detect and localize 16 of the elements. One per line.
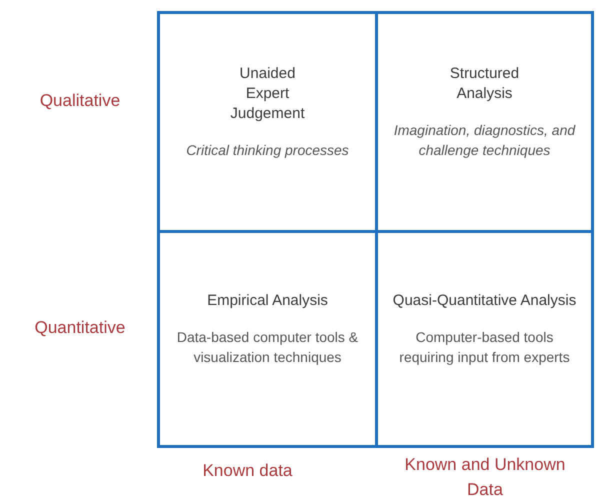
quadrant-description: Data-based computer tools & visualization techniques: [176, 328, 360, 367]
quadrant-box: [157, 11, 378, 233]
quadrant-title: Unaided Expert Judgement: [229, 64, 306, 124]
quadrant-box: [375, 230, 594, 448]
quadrant-box: [157, 230, 378, 448]
quadrant-description: Imagination, diagnostics, and challenge techniques: [392, 121, 576, 160]
axis-label: Qualitative: [38, 90, 122, 112]
quadrant-title: Structured Analysis: [448, 64, 520, 104]
quadrant-title: Empirical Analysis: [207, 291, 328, 311]
quadrant-description: Critical thinking processes: [186, 141, 349, 160]
axis-label: Quantitative: [34, 317, 126, 339]
axis-label: Known data: [202, 460, 294, 482]
quadrant-title: Quasi-Quantitative Analysis: [392, 291, 576, 311]
quadrant-box: [375, 11, 594, 233]
quadrant-description: Computer-based tools requiring input from experts: [398, 328, 571, 367]
axis-label: Known and Unknown Data: [404, 454, 566, 500]
